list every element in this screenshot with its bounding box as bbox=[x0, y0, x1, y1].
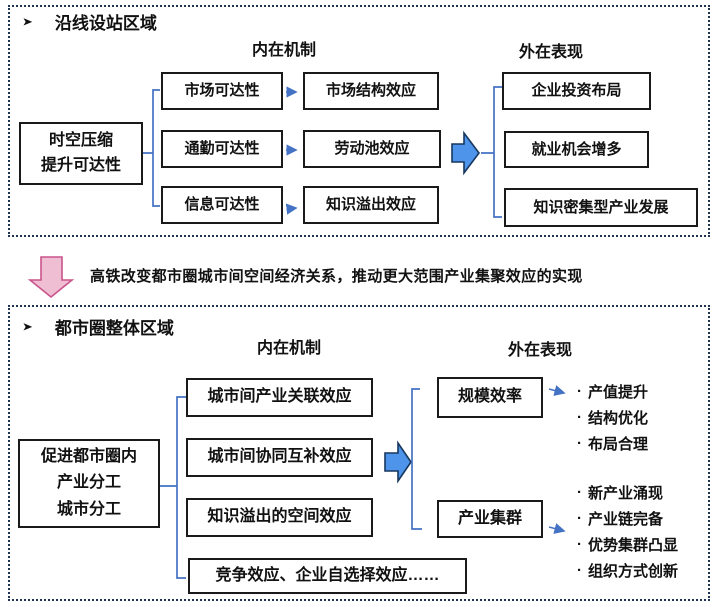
industrial-cluster-detail-list: · 新产业涌现 · 产业链完备 · 优势集群凸显 · 组织方式创新 bbox=[577, 479, 678, 583]
box-scale-efficiency: 规模效率 bbox=[437, 377, 543, 418]
box-time-space-compression: 时空压缩 提升可达性 bbox=[19, 122, 143, 185]
bullet-dot-icon: · bbox=[577, 408, 582, 426]
panel2-header-external: 外在表现 bbox=[508, 342, 573, 359]
panel2-title-label: 都市圈整体区域 bbox=[54, 319, 174, 338]
box-labor-pool-effect: 劳动池效应 bbox=[303, 130, 441, 168]
box-line: 城市分工 bbox=[56, 500, 121, 518]
panel1-header-internal: 内在机制 bbox=[252, 42, 317, 59]
list-item-label: 组织方式创新 bbox=[588, 562, 679, 580]
transition-text: 高铁改变都市圈城市间空间经济关系，推动更大范围产业集聚效应的实现 bbox=[90, 268, 583, 285]
bullet-arrow-icon: ➤ bbox=[22, 319, 33, 333]
bullet-arrow-icon: ➤ bbox=[22, 14, 33, 28]
box-line: 提升可达性 bbox=[40, 156, 121, 174]
box-knowledge-spillover-spatial: 知识溢出的空间效应 bbox=[186, 498, 373, 537]
box-line: 促进都市圈内 bbox=[40, 447, 137, 465]
box-knowledge-spillover-effect: 知识溢出效应 bbox=[303, 186, 439, 224]
box-knowledge-intensive-industry: 知识密集型产业发展 bbox=[504, 188, 698, 227]
box-enterprise-investment-layout: 企业投资布局 bbox=[502, 72, 651, 110]
list-item: · 优势集群凸显 bbox=[577, 531, 678, 557]
list-item: · 新产业涌现 bbox=[577, 479, 678, 505]
box-division-of-labor: 促进都市圈内 产业分工 城市分工 bbox=[18, 439, 160, 528]
panel2-header-internal: 内在机制 bbox=[257, 340, 322, 357]
bullet-dot-icon: · bbox=[577, 535, 582, 553]
list-item: · 产业链完备 bbox=[577, 505, 678, 531]
box-intercity-industry-linkage: 城市间产业关联效应 bbox=[186, 378, 373, 417]
bullet-dot-icon: · bbox=[577, 434, 582, 452]
box-employment-increase: 就业机会增多 bbox=[504, 131, 649, 168]
box-industrial-cluster: 产业集群 bbox=[437, 500, 543, 538]
list-item-label: 优势集群凸显 bbox=[588, 536, 679, 554]
box-intercity-synergy-complement: 城市间协同互补效应 bbox=[186, 438, 373, 477]
list-item-label: 产业链完备 bbox=[588, 510, 664, 528]
list-item-label: 产值提升 bbox=[588, 383, 649, 401]
panel2-title: ➤ 都市圈整体区域 bbox=[22, 314, 174, 339]
list-item-label: 布局合理 bbox=[588, 435, 649, 453]
bullet-dot-icon: · bbox=[577, 483, 582, 501]
box-line: 时空压缩 bbox=[48, 131, 113, 149]
box-market-accessibility: 市场可达性 bbox=[161, 72, 283, 110]
panel1-title: ➤ 沿线设站区域 bbox=[22, 9, 157, 34]
box-line: 产业分工 bbox=[56, 474, 121, 492]
panel1-title-label: 沿线设站区域 bbox=[54, 14, 157, 33]
list-item-label: 结构优化 bbox=[588, 409, 649, 427]
box-information-accessibility: 信息可达性 bbox=[161, 186, 283, 224]
list-item: · 布局合理 bbox=[577, 430, 648, 456]
box-commute-accessibility: 通勤可达性 bbox=[161, 130, 283, 168]
scale-efficiency-detail-list: · 产值提升 · 结构优化 · 布局合理 bbox=[577, 378, 648, 456]
list-item: · 结构优化 bbox=[577, 404, 648, 430]
list-item-label: 新产业涌现 bbox=[588, 484, 664, 502]
box-market-structure-effect: 市场结构效应 bbox=[303, 72, 439, 110]
list-item: · 产值提升 bbox=[577, 378, 648, 404]
box-competition-self-selection: 竞争效应、企业自选择效应…… bbox=[188, 558, 467, 594]
bullet-dot-icon: · bbox=[577, 382, 582, 400]
bullet-dot-icon: · bbox=[577, 509, 582, 527]
panel1-header-external: 外在表现 bbox=[519, 44, 584, 61]
pink-down-arrow bbox=[27, 256, 75, 299]
bullet-dot-icon: · bbox=[577, 561, 582, 579]
list-item: · 组织方式创新 bbox=[577, 557, 678, 583]
